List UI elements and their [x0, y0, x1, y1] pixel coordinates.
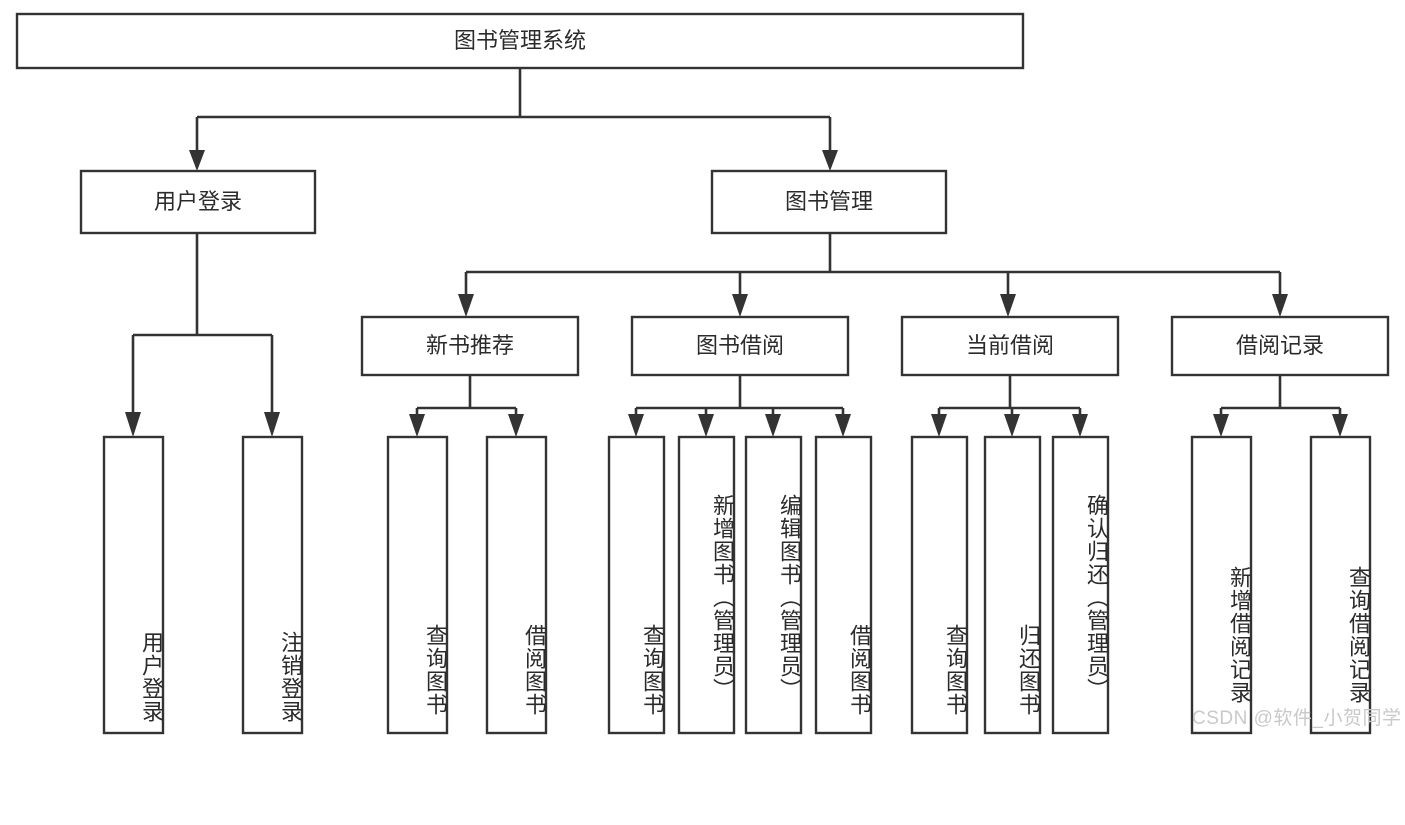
node-box-leaf-logout-login[interactable]	[241, 435, 304, 735]
arrow-head-current-borrow	[1000, 294, 1016, 317]
node-box-borrow-record[interactable]	[1170, 315, 1390, 377]
node-box-leaf-confirm-return-admin[interactable]	[1051, 435, 1110, 735]
node-box-leaf-query-book-current[interactable]	[910, 435, 969, 735]
node-box-leaf-return-book[interactable]	[983, 435, 1042, 735]
node-box-new-book-recommend[interactable]	[360, 315, 580, 377]
arrow-head-leaf-borrow-book	[835, 414, 851, 437]
arrow-head-borrow-record	[1272, 294, 1288, 317]
node-label-user-login: 用户登录	[154, 189, 242, 214]
node-label-borrow-record: 借阅记录	[1236, 333, 1324, 358]
node-box-leaf-edit-book-admin[interactable]	[744, 435, 803, 735]
node-box-root[interactable]	[15, 12, 1025, 70]
arrow-head-leaf-user-login	[125, 412, 141, 437]
node-label-book-manage: 图书管理	[785, 189, 873, 214]
arrow-head-leaf-query-book-borrow	[628, 414, 644, 437]
arrow-head-leaf-return-book	[1004, 414, 1020, 437]
arrow-head-leaf-query-book-current	[931, 414, 947, 437]
connector-group-book-manage-to-level3	[458, 233, 1288, 317]
arrow-head-new-book-recommend	[458, 294, 474, 317]
arrow-head-user-login	[189, 150, 205, 171]
leaf-boxes-group	[102, 435, 1372, 735]
arrow-head-leaf-add-book-admin	[698, 414, 714, 437]
arrow-head-leaf-add-borrow-record	[1213, 414, 1229, 437]
hierarchy-diagram: 图书管理系统 用户登录 图书管理 新书推荐 图书借阅 当前借阅 借阅记录	[15, 12, 1390, 735]
node-box-leaf-borrow-book-recommend[interactable]	[485, 435, 548, 735]
arrow-head-book-borrow	[732, 294, 748, 317]
arrow-head-leaf-confirm-return-admin	[1072, 414, 1088, 437]
connector-group-root-to-level2	[189, 68, 838, 171]
arrow-head-leaf-query-book-recommend	[409, 414, 425, 437]
node-box-leaf-user-login[interactable]	[102, 435, 165, 735]
connector-group-book-borrow-to-leaves	[628, 375, 851, 437]
arrow-head-leaf-edit-book-admin	[765, 414, 781, 437]
node-box-leaf-add-borrow-record[interactable]	[1190, 435, 1253, 735]
node-box-leaf-borrow-book[interactable]	[814, 435, 873, 735]
node-box-leaf-query-book-borrow[interactable]	[607, 435, 666, 735]
node-boxes-group: 图书管理系统 用户登录 图书管理 新书推荐 图书借阅 当前借阅 借阅记录	[15, 12, 1390, 377]
arrow-head-leaf-logout-login	[264, 412, 280, 437]
arrow-head-book-manage	[822, 150, 838, 171]
node-box-leaf-query-book-recommend[interactable]	[386, 435, 449, 735]
node-box-leaf-query-borrow-record[interactable]	[1309, 435, 1372, 735]
connector-group-user-login-to-leaves	[125, 233, 280, 437]
node-box-book-borrow[interactable]	[630, 315, 850, 377]
diagram-canvas-root: 图书管理系统 用户登录 图书管理 新书推荐 图书借阅 当前借阅 借阅记录	[15, 12, 1402, 735]
connector-group-borrow-record-to-leaves	[1213, 375, 1348, 437]
arrow-head-leaf-query-borrow-record	[1332, 414, 1348, 437]
node-label-new-book-recommend: 新书推荐	[426, 333, 514, 358]
node-label-root: 图书管理系统	[454, 28, 586, 53]
connector-group-new-book-recommend-to-leaves	[409, 375, 524, 437]
watermark-text: CSDN @软件_小贺同学	[1192, 708, 1402, 729]
node-box-leaf-add-book-admin[interactable]	[677, 435, 736, 735]
node-box-book-manage[interactable]	[710, 169, 948, 235]
node-box-user-login[interactable]	[79, 169, 317, 235]
node-label-current-borrow: 当前借阅	[966, 333, 1054, 358]
node-label-book-borrow: 图书借阅	[696, 333, 784, 358]
connector-group-current-borrow-to-leaves	[931, 375, 1088, 437]
arrow-head-leaf-borrow-book-recommend	[508, 414, 524, 437]
node-box-current-borrow[interactable]	[900, 315, 1120, 377]
